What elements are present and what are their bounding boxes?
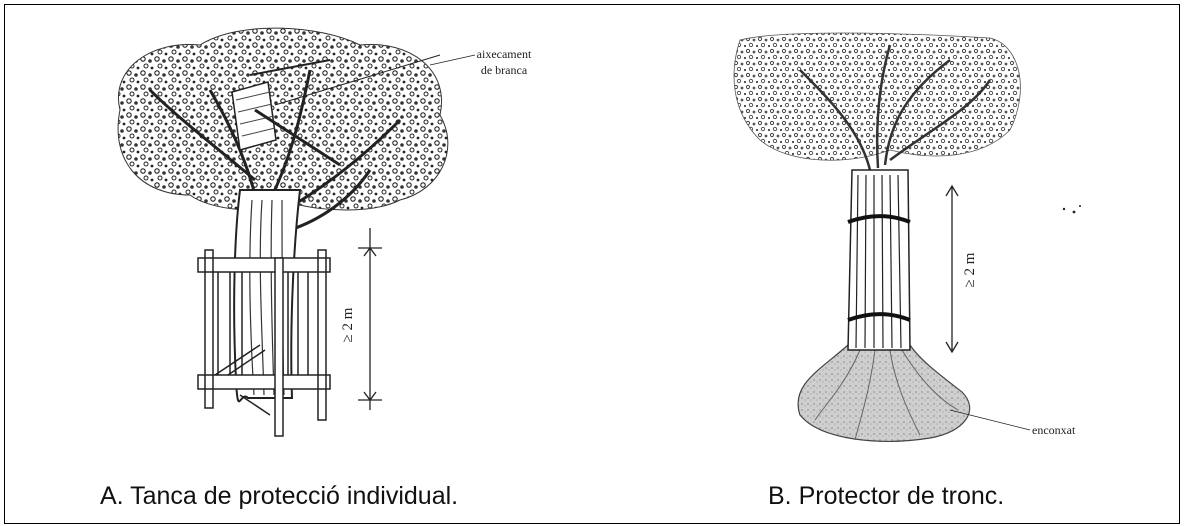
height-label-b: ≥ 2 m (962, 252, 978, 287)
tree-canopy (118, 28, 448, 210)
caption-a: A. Tanca de protecció individual. (100, 482, 458, 511)
caption-b: B. Protector de tronc. (768, 482, 1004, 511)
height-label-a: ≥ 2 m (340, 307, 356, 342)
branch-lift-annotation-line2: de branca (481, 63, 528, 77)
panel-b: ≥ 2 m enconxat B. Protector de tronc. (590, 0, 1186, 526)
trunk-protector (848, 170, 910, 350)
panel-a: ≥ 2 m aixecament de branca A. Tanca de p… (0, 0, 590, 526)
height-dimension-b (946, 186, 958, 352)
tree-trunk (234, 190, 300, 401)
tree-with-fence-illustration: ≥ 2 m aixecament de branca (0, 0, 590, 526)
base-annotation: enconxat (1032, 423, 1076, 437)
height-dimension-a (358, 228, 382, 410)
tree-trunk-protector-illustration: ≥ 2 m enconxat (590, 0, 1186, 526)
root-flare (798, 345, 970, 441)
branch-lift-annotation-line1: aixecament (477, 47, 532, 61)
small-marks (1063, 205, 1081, 213)
